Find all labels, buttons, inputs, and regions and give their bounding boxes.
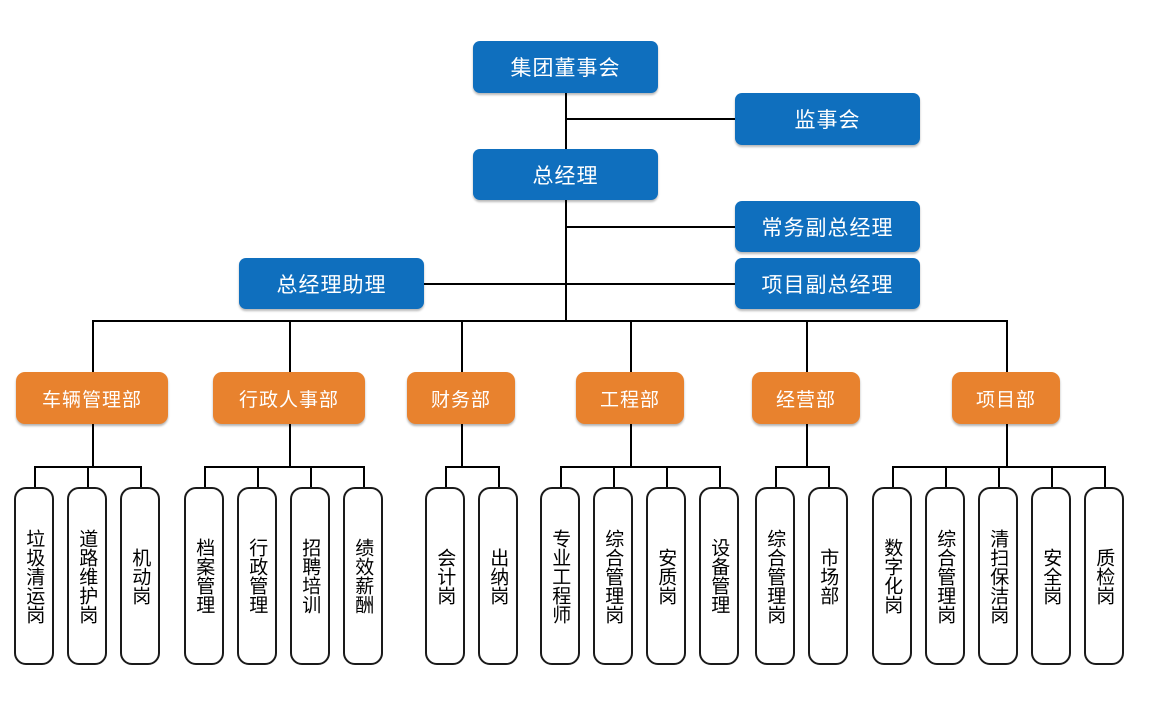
position-label: 安全岗 xyxy=(1040,547,1063,605)
connector-leafdrop-vehicle-2 xyxy=(140,466,142,487)
position-operations-1[interactable]: 市场部 xyxy=(808,487,848,665)
position-admin_hr-2[interactable]: 招聘培训 xyxy=(290,487,330,665)
position-project-4[interactable]: 质检岗 xyxy=(1084,487,1124,665)
node-supervisory-board[interactable]: 监事会 xyxy=(735,93,920,145)
connector-stem-engineering xyxy=(630,424,632,466)
position-project-2[interactable]: 清扫保洁岗 xyxy=(978,487,1018,665)
connector-leafdrop-admin_hr-1 xyxy=(257,466,259,487)
connector-stem-project xyxy=(1006,424,1008,466)
connector-leafdrop-engineering-0 xyxy=(560,466,562,487)
position-project-3[interactable]: 安全岗 xyxy=(1031,487,1071,665)
position-engineering-2[interactable]: 安质岗 xyxy=(646,487,686,665)
department-engineering[interactable]: 工程部 xyxy=(576,372,684,424)
connector-gm-stem xyxy=(565,199,567,321)
connector-leafdrop-engineering-2 xyxy=(666,466,668,487)
connector-drop-vehicle xyxy=(92,320,94,372)
position-label: 市场部 xyxy=(817,547,840,605)
connector-leafdrop-project-1 xyxy=(945,466,947,487)
position-label: 数字化岗 xyxy=(881,538,904,614)
connector-leafdrop-vehicle-0 xyxy=(34,466,36,487)
connector-subbus-admin_hr xyxy=(204,466,363,468)
connector-drop-finance xyxy=(461,320,463,372)
connector-subbus-finance xyxy=(445,466,498,468)
connector-stem-vehicle xyxy=(92,424,94,466)
position-label: 招聘培训 xyxy=(299,538,322,614)
position-label: 垃圾清运岗 xyxy=(23,528,46,624)
node-group-board[interactable]: 集团董事会 xyxy=(473,41,658,93)
connector-gm-assistant xyxy=(424,283,566,285)
connector-supervisory xyxy=(565,118,735,120)
connector-leafdrop-vehicle-1 xyxy=(87,466,89,487)
connector-leafdrop-engineering-1 xyxy=(613,466,615,487)
position-operations-0[interactable]: 综合管理岗 xyxy=(755,487,795,665)
connector-drop-operations xyxy=(806,320,808,372)
position-engineering-3[interactable]: 设备管理 xyxy=(699,487,739,665)
position-admin_hr-0[interactable]: 档案管理 xyxy=(184,487,224,665)
connector-stem-admin-hr xyxy=(289,424,291,466)
position-label: 道路维护岗 xyxy=(76,528,99,624)
position-finance-1[interactable]: 出纳岗 xyxy=(478,487,518,665)
node-gm-assistant[interactable]: 总经理助理 xyxy=(239,258,424,309)
connector-leafdrop-project-3 xyxy=(1051,466,1053,487)
position-finance-0[interactable]: 会计岗 xyxy=(425,487,465,665)
connector-leafdrop-finance-1 xyxy=(498,466,500,487)
position-label: 绩效薪酬 xyxy=(352,538,375,614)
connector-leafdrop-engineering-3 xyxy=(719,466,721,487)
position-label: 综合管理岗 xyxy=(764,528,787,624)
position-engineering-1[interactable]: 综合管理岗 xyxy=(593,487,633,665)
position-engineering-0[interactable]: 专业工程师 xyxy=(540,487,580,665)
connector-stem-finance xyxy=(461,424,463,466)
connector-project-deputy-gm xyxy=(565,283,735,285)
position-label: 综合管理岗 xyxy=(602,528,625,624)
position-admin_hr-1[interactable]: 行政管理 xyxy=(237,487,277,665)
connector-subbus-engineering xyxy=(560,466,719,468)
department-finance[interactable]: 财务部 xyxy=(407,372,515,424)
connector-exec-deputy-gm xyxy=(565,226,735,228)
connector-leafdrop-project-0 xyxy=(892,466,894,487)
node-project-deputy-gm[interactable]: 项目副总经理 xyxy=(735,258,920,309)
connector-drop-project xyxy=(1006,320,1008,372)
connector-leafdrop-admin_hr-0 xyxy=(204,466,206,487)
connector-department-bus xyxy=(92,320,1006,322)
department-admin_hr[interactable]: 行政人事部 xyxy=(213,372,365,424)
position-label: 质检岗 xyxy=(1093,547,1116,605)
position-vehicle-1[interactable]: 道路维护岗 xyxy=(67,487,107,665)
connector-leafdrop-admin_hr-2 xyxy=(310,466,312,487)
department-project[interactable]: 项目部 xyxy=(952,372,1060,424)
position-label: 档案管理 xyxy=(193,538,216,614)
position-project-0[interactable]: 数字化岗 xyxy=(872,487,912,665)
position-label: 机动岗 xyxy=(129,547,152,605)
position-project-1[interactable]: 综合管理岗 xyxy=(925,487,965,665)
node-general-manager[interactable]: 总经理 xyxy=(473,149,658,200)
position-label: 清扫保洁岗 xyxy=(987,528,1010,624)
connector-drop-engineering xyxy=(630,320,632,372)
connector-leafdrop-project-4 xyxy=(1104,466,1106,487)
connector-leafdrop-admin_hr-3 xyxy=(363,466,365,487)
connector-leafdrop-operations-1 xyxy=(828,466,830,487)
connector-leafdrop-operations-0 xyxy=(775,466,777,487)
position-label: 出纳岗 xyxy=(487,547,510,605)
position-label: 安质岗 xyxy=(655,547,678,605)
position-label: 专业工程师 xyxy=(549,528,572,624)
department-operations[interactable]: 经营部 xyxy=(752,372,860,424)
connector-subbus-operations xyxy=(775,466,828,468)
connector-leafdrop-project-2 xyxy=(998,466,1000,487)
department-vehicle[interactable]: 车辆管理部 xyxy=(16,372,168,424)
position-vehicle-0[interactable]: 垃圾清运岗 xyxy=(14,487,54,665)
connector-leafdrop-finance-0 xyxy=(445,466,447,487)
position-label: 综合管理岗 xyxy=(934,528,957,624)
connector-board-stem xyxy=(565,92,567,170)
position-label: 会计岗 xyxy=(434,547,457,605)
position-admin_hr-3[interactable]: 绩效薪酬 xyxy=(343,487,383,665)
position-label: 行政管理 xyxy=(246,538,269,614)
connector-drop-admin-hr xyxy=(289,320,291,372)
position-vehicle-2[interactable]: 机动岗 xyxy=(120,487,160,665)
position-label: 设备管理 xyxy=(708,538,731,614)
node-exec-deputy-gm[interactable]: 常务副总经理 xyxy=(735,201,920,252)
connector-stem-operations xyxy=(806,424,808,466)
